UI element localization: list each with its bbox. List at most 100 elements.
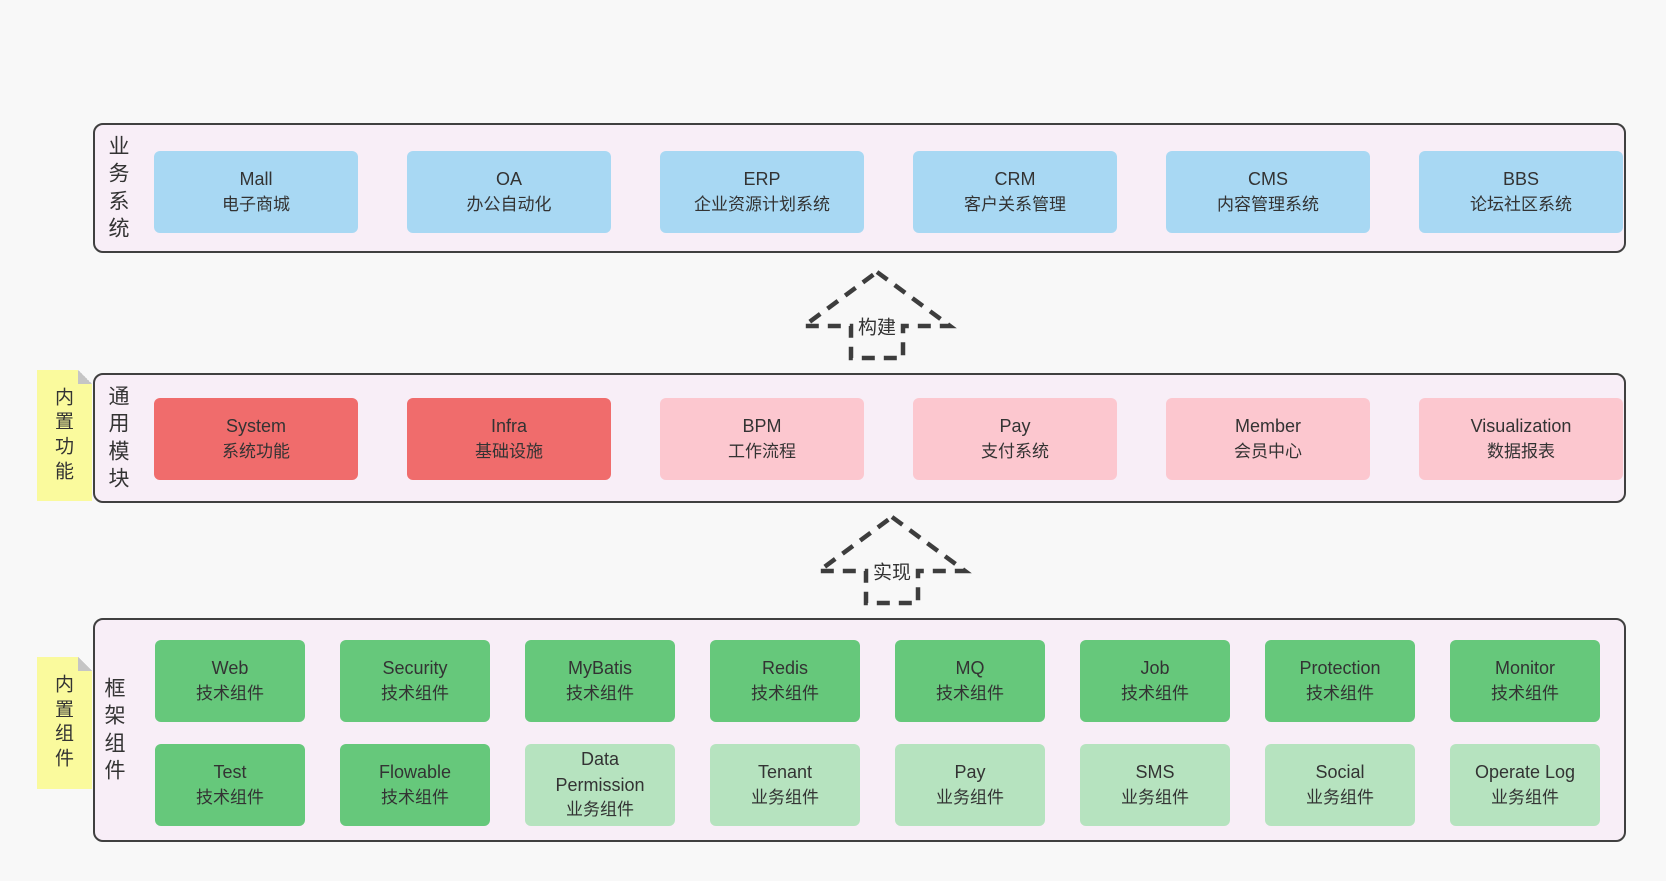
box-subtitle: 客户关系管理 [964,194,1066,214]
band-framework-components: 框架组件 Web 技术组件 Security 技术组件 MyBatis 技术组件… [93,618,1626,842]
box-subtitle: 电子商城 [222,194,290,214]
box-title: Operate Log [1474,762,1576,783]
box-web: Web 技术组件 [155,640,305,722]
box-title: Visualization [1470,416,1572,437]
box-subtitle: 技术组件 [1306,683,1374,703]
box-redis: Redis 技术组件 [710,640,860,722]
box-protection: Protection 技术组件 [1265,640,1415,722]
sticky-note-built-in-features: 内置功能 [37,370,92,501]
box-subtitle: 技术组件 [1121,683,1189,703]
band-common-modules: 通用模块 System 系统功能 Infra 基础设施 BPM 工作流程 Pay… [93,373,1626,503]
box-system: System 系统功能 [154,398,358,480]
box-security: Security 技术组件 [340,640,490,722]
sticky-note-label: 内置功能 [54,387,74,483]
box-subtitle: 技术组件 [566,683,634,703]
box-mybatis: MyBatis 技术组件 [525,640,675,722]
box-subtitle: 系统功能 [222,441,290,461]
box-mq: MQ 技术组件 [895,640,1045,722]
box-monitor: Monitor 技术组件 [1450,640,1600,722]
sticky-note-label: 内置组件 [54,674,74,770]
dashed-up-arrow-icon [812,514,972,606]
box-title: OA [495,169,522,190]
box-infra: Infra 基础设施 [407,398,611,480]
box-subtitle: 业务组件 [1491,787,1559,807]
box-crm: CRM 客户关系管理 [913,151,1117,233]
arrow-build: 构建 [797,269,957,361]
box-member: Member 会员中心 [1166,398,1370,480]
folded-corner-icon [78,370,92,384]
box-subtitle: 工作流程 [728,441,796,461]
box-flowable: Flowable 技术组件 [340,744,490,826]
box-title: CMS [1248,169,1288,190]
box-title: SMS [1135,762,1175,783]
box-title: Infra [490,416,528,437]
box-subtitle: 支付系统 [981,441,1049,461]
box-title: Pay [999,416,1031,437]
dashed-up-arrow-icon [797,269,957,361]
box-subtitle: 内容管理系统 [1217,194,1319,214]
box-subtitle: 技术组件 [196,683,264,703]
box-subtitle: 技术组件 [936,683,1004,703]
band-business-systems: 业务系统 Mall 电子商城 OA 办公自动化 ERP 企业资源计划系统 CRM… [93,123,1626,253]
arrow-label: 构建 [854,311,900,341]
box-title: Redis [761,658,809,679]
box-title: Pay [954,762,986,783]
box-title: BPM [742,416,782,437]
box-subtitle: 技术组件 [196,787,264,807]
box-title: Member [1234,416,1301,437]
box-subtitle: 办公自动化 [466,194,552,214]
box-subtitle: 技术组件 [1491,683,1559,703]
box-tenant: Tenant 业务组件 [710,744,860,826]
box-subtitle: 论坛社区系统 [1470,194,1572,214]
box-title: Security [382,658,448,679]
box-subtitle: 技术组件 [381,787,449,807]
box-subtitle: 企业资源计划系统 [694,194,830,214]
box-subtitle: 业务组件 [1306,787,1374,807]
box-subtitle: 会员中心 [1234,441,1302,461]
box-title: Job [1140,658,1170,679]
box-erp: ERP 企业资源计划系统 [660,151,864,233]
box-title: CRM [994,169,1036,190]
box-operate-log: Operate Log 业务组件 [1450,744,1600,826]
box-subtitle: 数据报表 [1487,441,1555,461]
box-subtitle: 基础设施 [475,441,543,461]
box-mall: Mall 电子商城 [154,151,358,233]
box-subtitle: 技术组件 [381,683,449,703]
box-subtitle: 业务组件 [936,787,1004,807]
box-title: BBS [1502,169,1540,190]
box-subtitle: 业务组件 [1121,787,1189,807]
box-subtitle: 技术组件 [751,683,819,703]
arrow-label: 实现 [869,556,915,586]
box-title: MyBatis [567,658,632,679]
box-title: Protection [1299,658,1381,679]
band-label: 框架组件 [104,677,126,783]
box-bbs: BBS 论坛社区系统 [1419,151,1623,233]
band-label: 通用模块 [108,385,130,491]
box-title: Monitor [1494,658,1556,679]
box-pay: Pay 支付系统 [913,398,1117,480]
sticky-note-built-in-components: 内置组件 [37,657,92,789]
band-label: 业务系统 [108,135,130,241]
box-title: Flowable [378,762,452,783]
box-sms: SMS 业务组件 [1080,744,1230,826]
box-title: ERP [743,169,781,190]
box-test: Test 技术组件 [155,744,305,826]
box-social: Social 业务组件 [1265,744,1415,826]
box-title: MQ [955,658,985,679]
arrow-implement: 实现 [812,514,972,606]
box-title: Mall [239,169,273,190]
box-title: Web [211,658,249,679]
box-title: System [225,416,286,437]
box-title: Social [1315,762,1365,783]
box-pay-component: Pay 业务组件 [895,744,1045,826]
box-data-permission: Data Permission 业务组件 [525,744,675,826]
box-job: Job 技术组件 [1080,640,1230,722]
box-cms: CMS 内容管理系统 [1166,151,1370,233]
box-title: Test [213,762,247,783]
box-subtitle: 业务组件 [566,800,634,820]
box-subtitle: 业务组件 [751,787,819,807]
box-visualization: Visualization 数据报表 [1419,398,1623,480]
box-oa: OA 办公自动化 [407,151,611,233]
folded-corner-icon [78,657,92,671]
